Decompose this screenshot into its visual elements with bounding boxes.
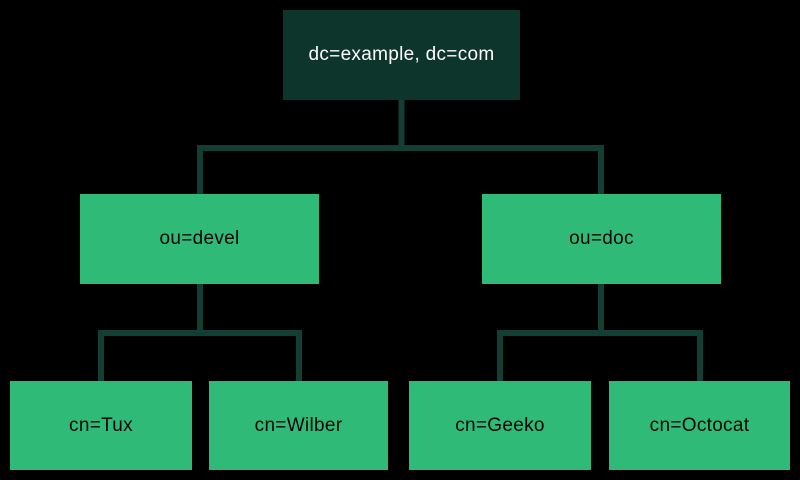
- node-cn-octocat: cn=Octocat: [609, 381, 790, 470]
- node-ou-devel: ou=devel: [80, 194, 319, 284]
- node-label: dc=example, dc=com: [308, 44, 495, 65]
- node-label: cn=Wilber: [254, 414, 343, 436]
- edge-devel-bracket: [98, 330, 302, 381]
- node-cn-tux: cn=Tux: [10, 381, 192, 470]
- node-label: cn=Geeko: [455, 414, 545, 436]
- node-label: ou=devel: [159, 228, 240, 249]
- edge-root-bracket: [197, 145, 604, 194]
- node-root-dc-example-dc-com: dc=example, dc=com: [283, 10, 520, 100]
- node-cn-geeko: cn=Geeko: [409, 381, 591, 470]
- node-label: cn=Tux: [69, 414, 133, 436]
- edge-doc-bracket: [497, 330, 703, 381]
- node-ou-doc: ou=doc: [482, 194, 721, 284]
- node-cn-wilber: cn=Wilber: [209, 381, 388, 470]
- node-label: ou=doc: [569, 228, 634, 249]
- node-label: cn=Octocat: [649, 414, 750, 436]
